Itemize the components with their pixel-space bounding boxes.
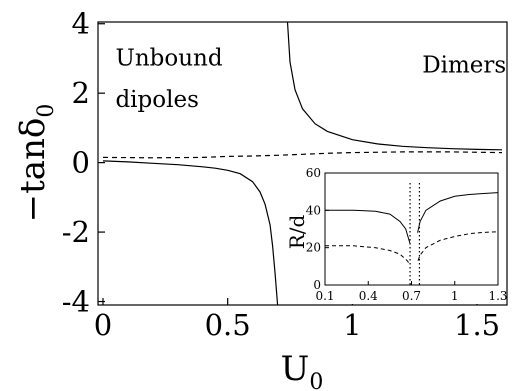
inset-series-line-1: [417, 192, 498, 233]
main-y-tick-label: 4: [72, 7, 90, 41]
main-plot: 0 0.5 1 1.5 -4 -2 0 2 4U0 −tanδ0 Unbound dipoles Dim…: [13, 7, 508, 391]
inset-series-line-0: [325, 209, 411, 245]
inset-x-tick-label: 1: [451, 289, 459, 303]
main-series-line-2: [102, 151, 503, 159]
inset-x-tick-label: 0.7: [402, 289, 421, 303]
main-series-line-0: [102, 160, 279, 305]
main-x-tick-label: 0: [94, 308, 112, 342]
inset-x-tick-label: 0.1: [315, 289, 334, 303]
inset-background: [292, 165, 505, 304]
main-y-tick-label: -4: [62, 285, 90, 319]
main-x-tick-label: 1.5: [454, 308, 500, 342]
inset-x-tick-label: 0.4: [359, 289, 378, 303]
main-y-tick-label: 0: [72, 146, 90, 180]
inset-y-tick-label: 40: [306, 203, 321, 217]
main-x-axis-label: U0: [281, 349, 324, 391]
inset-series-line-2: [325, 245, 411, 265]
inset-series-line-3: [417, 231, 498, 261]
main-x-tick-label: 1: [343, 308, 361, 342]
main-plot-frame: [97, 21, 508, 306]
main-annotation: Dimers: [422, 52, 506, 78]
main-y-axis-label: −tanδ0: [13, 104, 59, 223]
inset-y-tick-label: 0: [313, 278, 321, 292]
main-y-tick-label: -2: [62, 215, 90, 249]
main-x-tick-label: 0.5: [205, 308, 251, 342]
inset-y-axis-label: R/d: [285, 215, 309, 250]
inset-y-tick-label: 20: [306, 241, 321, 255]
inset-plot: 0.1 0.4 0.7 1 1.3 0 20 40 60R/d: [285, 165, 508, 304]
main-series-line-1: [286, 22, 503, 151]
main-y-tick-label: 2: [72, 76, 90, 110]
inset-x-tick-label: 1.3: [488, 289, 507, 303]
main-annotation: Unbound: [115, 45, 222, 71]
main-annotation: dipoles: [115, 87, 198, 113]
inset-y-tick-label: 60: [306, 166, 321, 180]
